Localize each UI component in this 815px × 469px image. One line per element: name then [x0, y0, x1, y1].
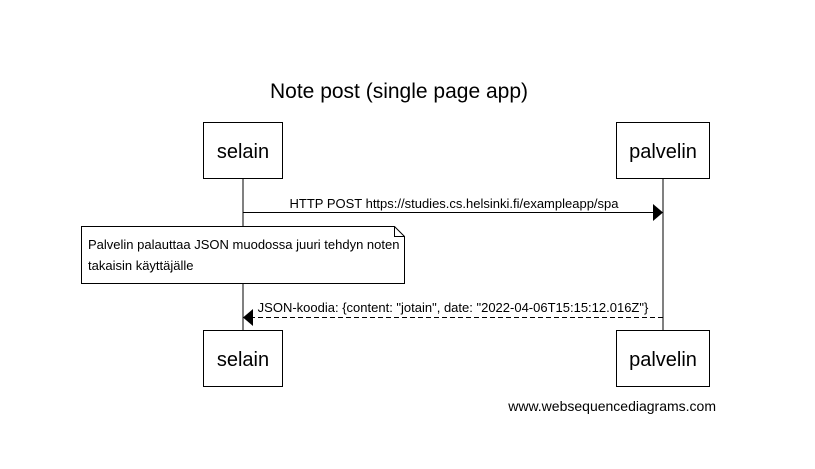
message-http-post-arrowhead	[653, 204, 663, 221]
watermark-link[interactable]: www.websequencediagrams.com	[507, 398, 716, 414]
diagram-title: Note post (single page app)	[270, 80, 528, 103]
participant-palvelin-bottom-label: palvelin	[629, 349, 697, 371]
participant-palvelin-top: palvelin	[616, 122, 710, 179]
note-line-1: Palvelin palauttaa JSON muodossa juuri t…	[88, 237, 399, 252]
note-folded-corner	[394, 226, 405, 237]
message-http-post-label: HTTP POST https://studies.cs.helsinki.fi…	[290, 196, 620, 211]
note-box	[81, 226, 405, 284]
note-line-2: takaisin käyttäjälle	[88, 258, 194, 273]
participant-selain-top: selain	[203, 122, 283, 179]
participant-selain-bottom-label: selain	[217, 349, 269, 371]
note: Palvelin palauttaa JSON muodossa juuri t…	[81, 226, 405, 284]
participant-selain-bottom: selain	[203, 330, 283, 387]
participant-selain-label: selain	[217, 141, 269, 163]
participant-palvelin-bottom: palvelin	[616, 330, 710, 387]
message-http-post: HTTP POST https://studies.cs.helsinki.fi…	[243, 196, 663, 221]
message-json-response-arrowhead	[243, 309, 253, 326]
message-json-response-label: JSON-koodia: {content: "jotain", date: "…	[258, 300, 649, 315]
message-json-response: JSON-koodia: {content: "jotain", date: "…	[243, 300, 663, 326]
participant-palvelin-label: palvelin	[629, 141, 697, 163]
